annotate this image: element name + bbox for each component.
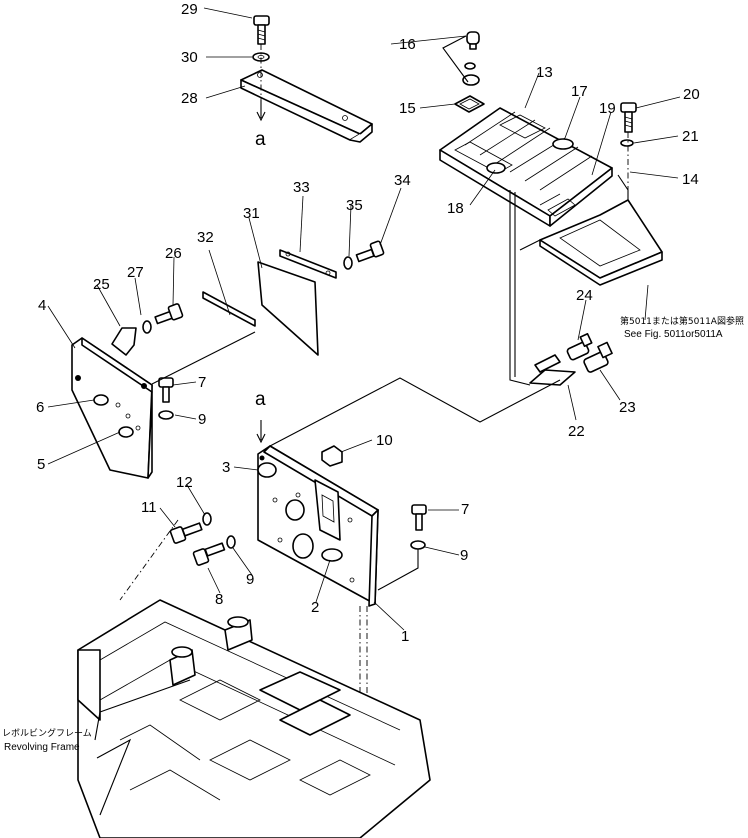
washer-12	[202, 512, 212, 526]
callout-22: 22	[568, 423, 585, 440]
bracket-28	[240, 69, 373, 143]
washer-35	[343, 256, 353, 270]
connector-24	[566, 332, 593, 361]
callout-34: 34	[394, 172, 411, 189]
callout-16: 16	[399, 36, 416, 53]
bolt-26	[154, 303, 184, 325]
fig-ref-note-jp: 第5011または第5011A図参照	[620, 315, 744, 327]
callout-13: 13	[536, 64, 553, 81]
bolt-34	[355, 240, 385, 263]
washer-9-left	[158, 410, 174, 420]
centerline-11	[119, 519, 179, 601]
callout-2: 2	[311, 599, 319, 616]
callout-18: 18	[447, 200, 464, 217]
bolt-7-right	[411, 504, 427, 531]
connector-23	[583, 341, 613, 373]
callout-31: 31	[243, 205, 260, 222]
callout-4: 4	[38, 297, 46, 314]
callout-7-left: 7	[198, 374, 206, 391]
callout-labels: 29 30 28 16 15 13 17 19 20 21 14 18 24 2…	[36, 1, 700, 645]
callout-8: 8	[215, 591, 223, 608]
cover-31	[257, 261, 319, 356]
bolt-7-left	[158, 377, 174, 403]
washer-9-right	[410, 540, 426, 550]
leader-frame-1	[99, 679, 191, 713]
callout-9-left: 9	[198, 411, 206, 428]
leader-frame-2	[94, 711, 132, 816]
callout-19: 19	[599, 100, 616, 117]
callout-11: 11	[141, 499, 157, 516]
callout-5: 5	[37, 456, 45, 473]
callout-9-right: 9	[460, 547, 468, 564]
view-mark-a-top: a	[255, 129, 266, 150]
plug-2	[321, 548, 343, 562]
bracket-25	[111, 327, 137, 356]
bar-32	[202, 291, 256, 327]
callout-30: 30	[181, 49, 198, 66]
washer-27	[142, 320, 152, 334]
callout-29: 29	[181, 1, 198, 18]
callout-28: 28	[181, 90, 198, 107]
frame-label-en: Revolving Frame	[4, 742, 80, 753]
revolving-frame	[77, 599, 431, 838]
plug-6	[93, 394, 109, 406]
arrow-a-mid	[256, 420, 266, 444]
callout-1: 1	[401, 628, 409, 645]
callout-15: 15	[399, 100, 416, 117]
callout-7-right: 7	[461, 501, 469, 518]
link-9-right	[377, 549, 419, 591]
bolt-29	[253, 15, 270, 45]
panel-4	[71, 337, 153, 479]
callout-14: 14	[682, 171, 699, 188]
callout-23: 23	[619, 399, 636, 416]
callout-20: 20	[683, 86, 700, 103]
plug-5	[118, 426, 134, 438]
floor-mat-13	[439, 107, 613, 227]
leader-lines	[47, 7, 681, 631]
callout-33: 33	[293, 179, 310, 196]
strip-33	[279, 249, 337, 279]
callout-24: 24	[576, 287, 593, 304]
bolt-11	[169, 522, 203, 544]
frame-label-jp: レボルビングフレーム	[2, 727, 92, 739]
callout-32: 32	[197, 229, 214, 246]
callout-17: 17	[571, 83, 588, 100]
view-mark-a-middle: a	[255, 389, 266, 410]
bolt-20	[620, 102, 637, 133]
washer-21	[620, 139, 634, 147]
fig-ref-note-en: See Fig. 5011or5011A	[624, 329, 723, 340]
leader-fig-ref-link	[519, 239, 541, 251]
callout-35: 35	[346, 197, 363, 214]
callout-3: 3	[222, 459, 230, 476]
cable-22	[509, 190, 576, 386]
callout-21: 21	[682, 128, 699, 145]
link-32	[151, 331, 256, 385]
arrow-a-top	[256, 100, 266, 122]
callout-27: 27	[127, 264, 144, 281]
panel-1	[257, 445, 379, 607]
callout-12: 12	[176, 474, 193, 491]
callout-6: 6	[36, 399, 44, 416]
bolt-8	[192, 542, 226, 566]
callout-9-mid: 9	[246, 571, 254, 588]
callout-25: 25	[93, 276, 110, 293]
link-14	[617, 174, 629, 200]
cap-10	[321, 445, 343, 467]
callout-26: 26	[165, 245, 182, 262]
link-22	[269, 377, 561, 447]
plug-3	[257, 462, 277, 478]
support-14	[539, 199, 663, 286]
plug-16	[442, 31, 480, 86]
callout-10: 10	[376, 432, 393, 449]
grommet-15	[454, 95, 485, 113]
washer-9-mid	[226, 535, 236, 549]
